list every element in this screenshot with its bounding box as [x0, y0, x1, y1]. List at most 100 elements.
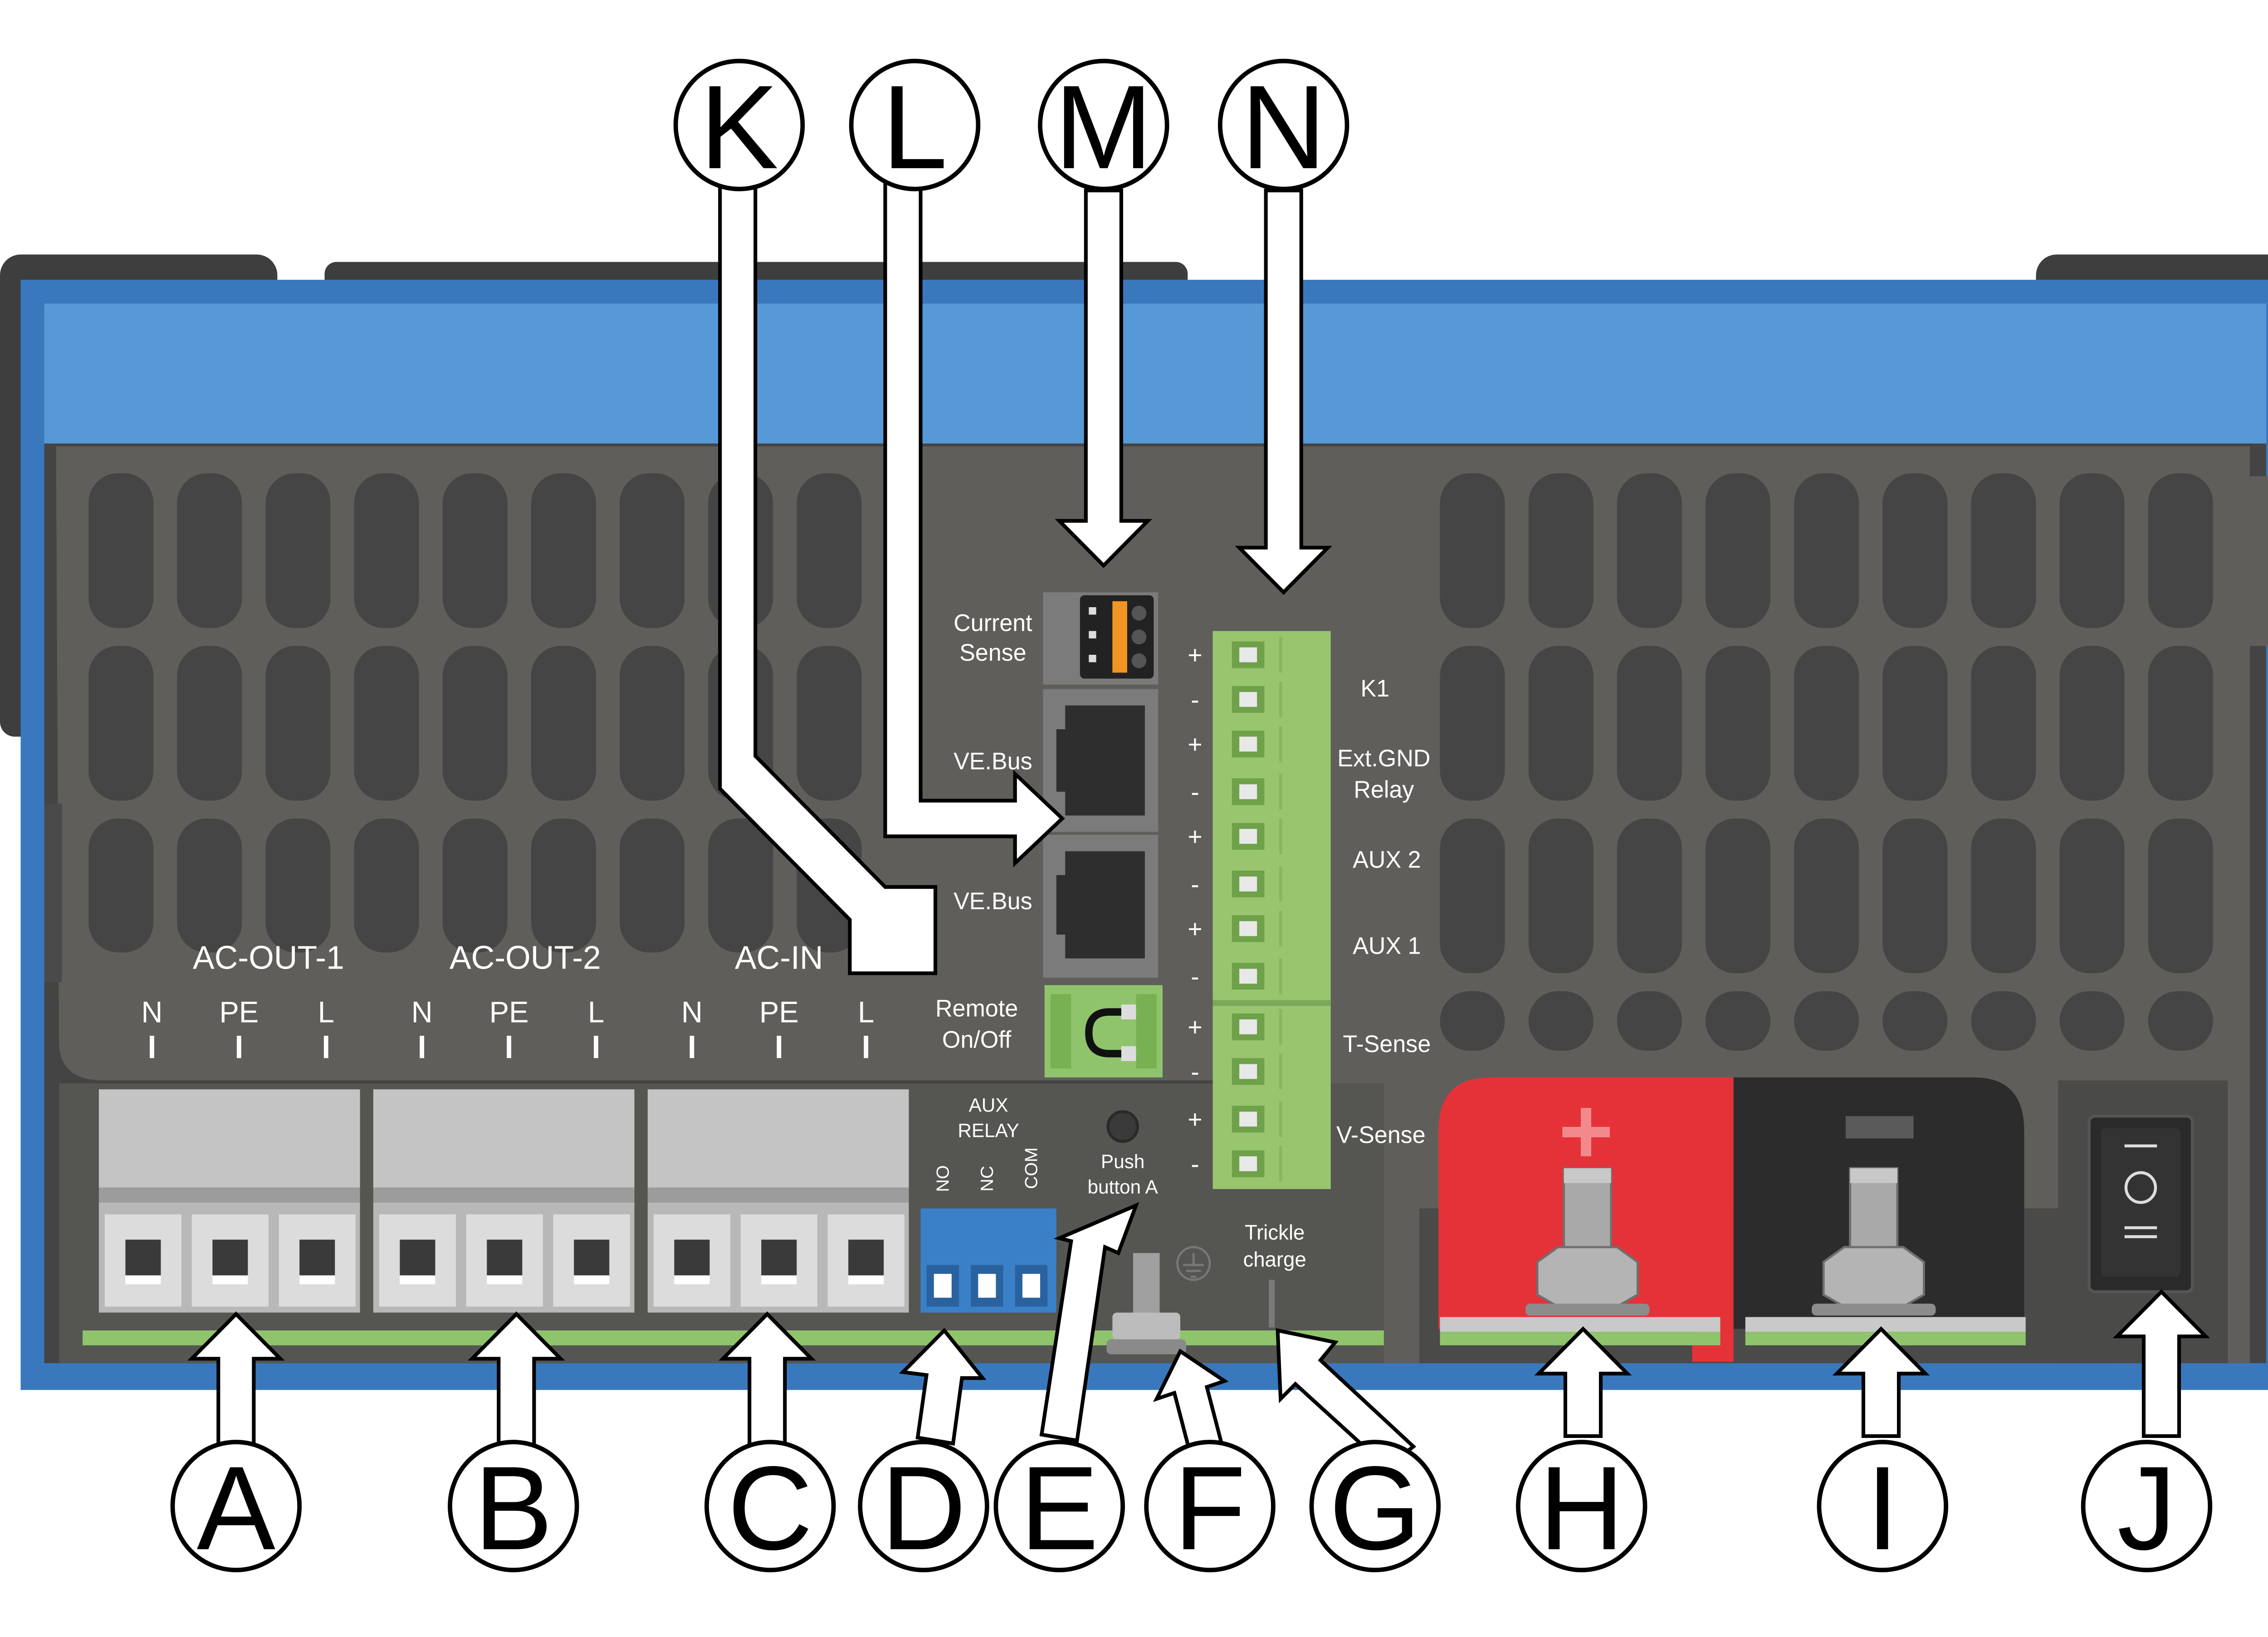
io-terminal-block-body	[1212, 631, 1331, 1189]
vent-slot	[2059, 818, 2125, 974]
callout-letter: H	[1539, 1442, 1624, 1574]
vent-slot	[177, 473, 242, 628]
ground-stud-washer	[1106, 1339, 1187, 1354]
ext-gnd-relay-label-line2: Relay	[1354, 777, 1414, 803]
callout-circle	[673, 58, 805, 191]
vent-slot	[88, 818, 154, 953]
vent-slot	[1617, 473, 1682, 628]
center-ports: Current Sense VE.Bus VE.Bus Remote On/Of…	[935, 592, 1163, 1078]
trickle-charge-line1: Trickle	[1245, 1221, 1305, 1244]
ac-terminal-block	[98, 1089, 360, 1188]
aux1-label: AUX 1	[1353, 933, 1421, 959]
battery-bolt	[1812, 1167, 1936, 1316]
callout-circle	[1217, 58, 1349, 191]
callout-arrow	[2112, 1289, 2210, 1438]
callout-circle	[1144, 1440, 1276, 1573]
callout-circle	[1038, 58, 1169, 191]
push-button-a-knob[interactable]	[1106, 1110, 1139, 1143]
vent-slot	[88, 646, 154, 801]
v-sense-label: V-Sense	[1336, 1122, 1426, 1148]
callout-circle	[448, 1440, 579, 1573]
ground-stud-nut	[1112, 1312, 1181, 1340]
t-sense-label: T-Sense	[1343, 1031, 1431, 1057]
callout-letter: I	[1866, 1442, 1899, 1574]
vent-slot	[1971, 646, 2036, 801]
callout-arrows	[187, 176, 2210, 1470]
trickle-charge-pin	[1269, 1280, 1275, 1328]
callout-letter: E	[1020, 1442, 1099, 1574]
vebus-label-1: VE.Bus	[953, 748, 1032, 775]
vent-slot	[1617, 991, 1682, 1051]
polarity-mark: +	[1188, 1013, 1202, 1041]
vent-slot	[1440, 473, 1505, 628]
push-button-line1: Push	[1101, 1151, 1144, 1172]
push-button-a[interactable]: Push button A	[1088, 1110, 1158, 1198]
ext-gnd-relay-label-line1: Ext.GND	[1337, 745, 1430, 772]
aux-relay-title-line2: RELAY	[958, 1120, 1019, 1141]
vent-slot	[265, 818, 331, 953]
aux-pin-no: NO	[934, 1165, 953, 1192]
vent-slot	[442, 646, 508, 801]
vent-slot	[531, 473, 596, 628]
vent-slot	[1971, 991, 2036, 1051]
vent-slot	[1882, 646, 1948, 801]
ac-terminal-label: N	[681, 995, 703, 1028]
vent-slot	[1971, 818, 2036, 974]
ac-terminal-block	[373, 1089, 635, 1188]
vent-slot	[1882, 991, 1948, 1051]
callout-arrow	[883, 176, 1065, 867]
k1-label: K1	[1361, 676, 1390, 702]
battery-terminals: +	[1438, 1077, 2026, 1362]
vent-slot	[797, 646, 862, 801]
vent-slot	[1794, 473, 1859, 628]
current-sense-label-line2: Sense	[959, 640, 1026, 666]
vent-slot	[442, 473, 508, 628]
switch-off-mark-icon	[2124, 1171, 2157, 1204]
vent-slot	[1971, 473, 2036, 628]
current-sense-label-line1: Current	[953, 610, 1032, 636]
remote-label-line1: Remote	[935, 995, 1018, 1022]
enclosure-lid	[44, 303, 2266, 443]
trickle-charge-line2: charge	[1243, 1248, 1306, 1271]
vent-slot	[1882, 818, 1948, 974]
callout-letter: L	[882, 61, 948, 194]
vent-slot	[2148, 818, 2213, 974]
callout-letter: C	[728, 1442, 813, 1574]
power-switch[interactable]	[2087, 1115, 2194, 1293]
battery-positive-icon: +	[1559, 1078, 1614, 1184]
polarity-mark: -	[1191, 870, 1199, 898]
polarity-mark: +	[1188, 730, 1202, 758]
callout-arrow	[1235, 188, 1333, 595]
vent-slot	[1528, 646, 1593, 801]
aux-relay-screw	[934, 1274, 952, 1298]
callout-arrow	[1534, 1326, 1632, 1438]
vent-slot	[354, 646, 419, 801]
polarity-mark: -	[1191, 1057, 1199, 1086]
callout-arrow	[718, 176, 938, 975]
callout-circle	[1309, 1440, 1441, 1573]
polarity-mark: -	[1191, 686, 1199, 714]
polarity-mark: +	[1188, 915, 1202, 943]
left-side-notch	[44, 804, 62, 982]
ground-rail	[83, 1330, 1384, 1345]
vent-slot	[708, 818, 773, 953]
vent-slot	[1794, 991, 1859, 1051]
callout-arrow	[1055, 188, 1153, 568]
vent-slot	[1440, 991, 1505, 1051]
vent-slot	[1705, 646, 1771, 801]
callout-letter: B	[474, 1442, 553, 1574]
aux-relay-screw	[1022, 1274, 1041, 1298]
aux-pin-com: COM	[1022, 1147, 1041, 1189]
polarity-mark: -	[1191, 962, 1199, 990]
vent-slot	[797, 473, 862, 628]
vent-slot	[1705, 473, 1771, 628]
ventilation-slots	[88, 473, 2268, 1051]
polarity-mark: +	[1188, 823, 1202, 851]
aux2-label: AUX 2	[1353, 847, 1421, 873]
vent-slot	[620, 646, 685, 801]
polarity-mark: -	[1191, 778, 1199, 806]
